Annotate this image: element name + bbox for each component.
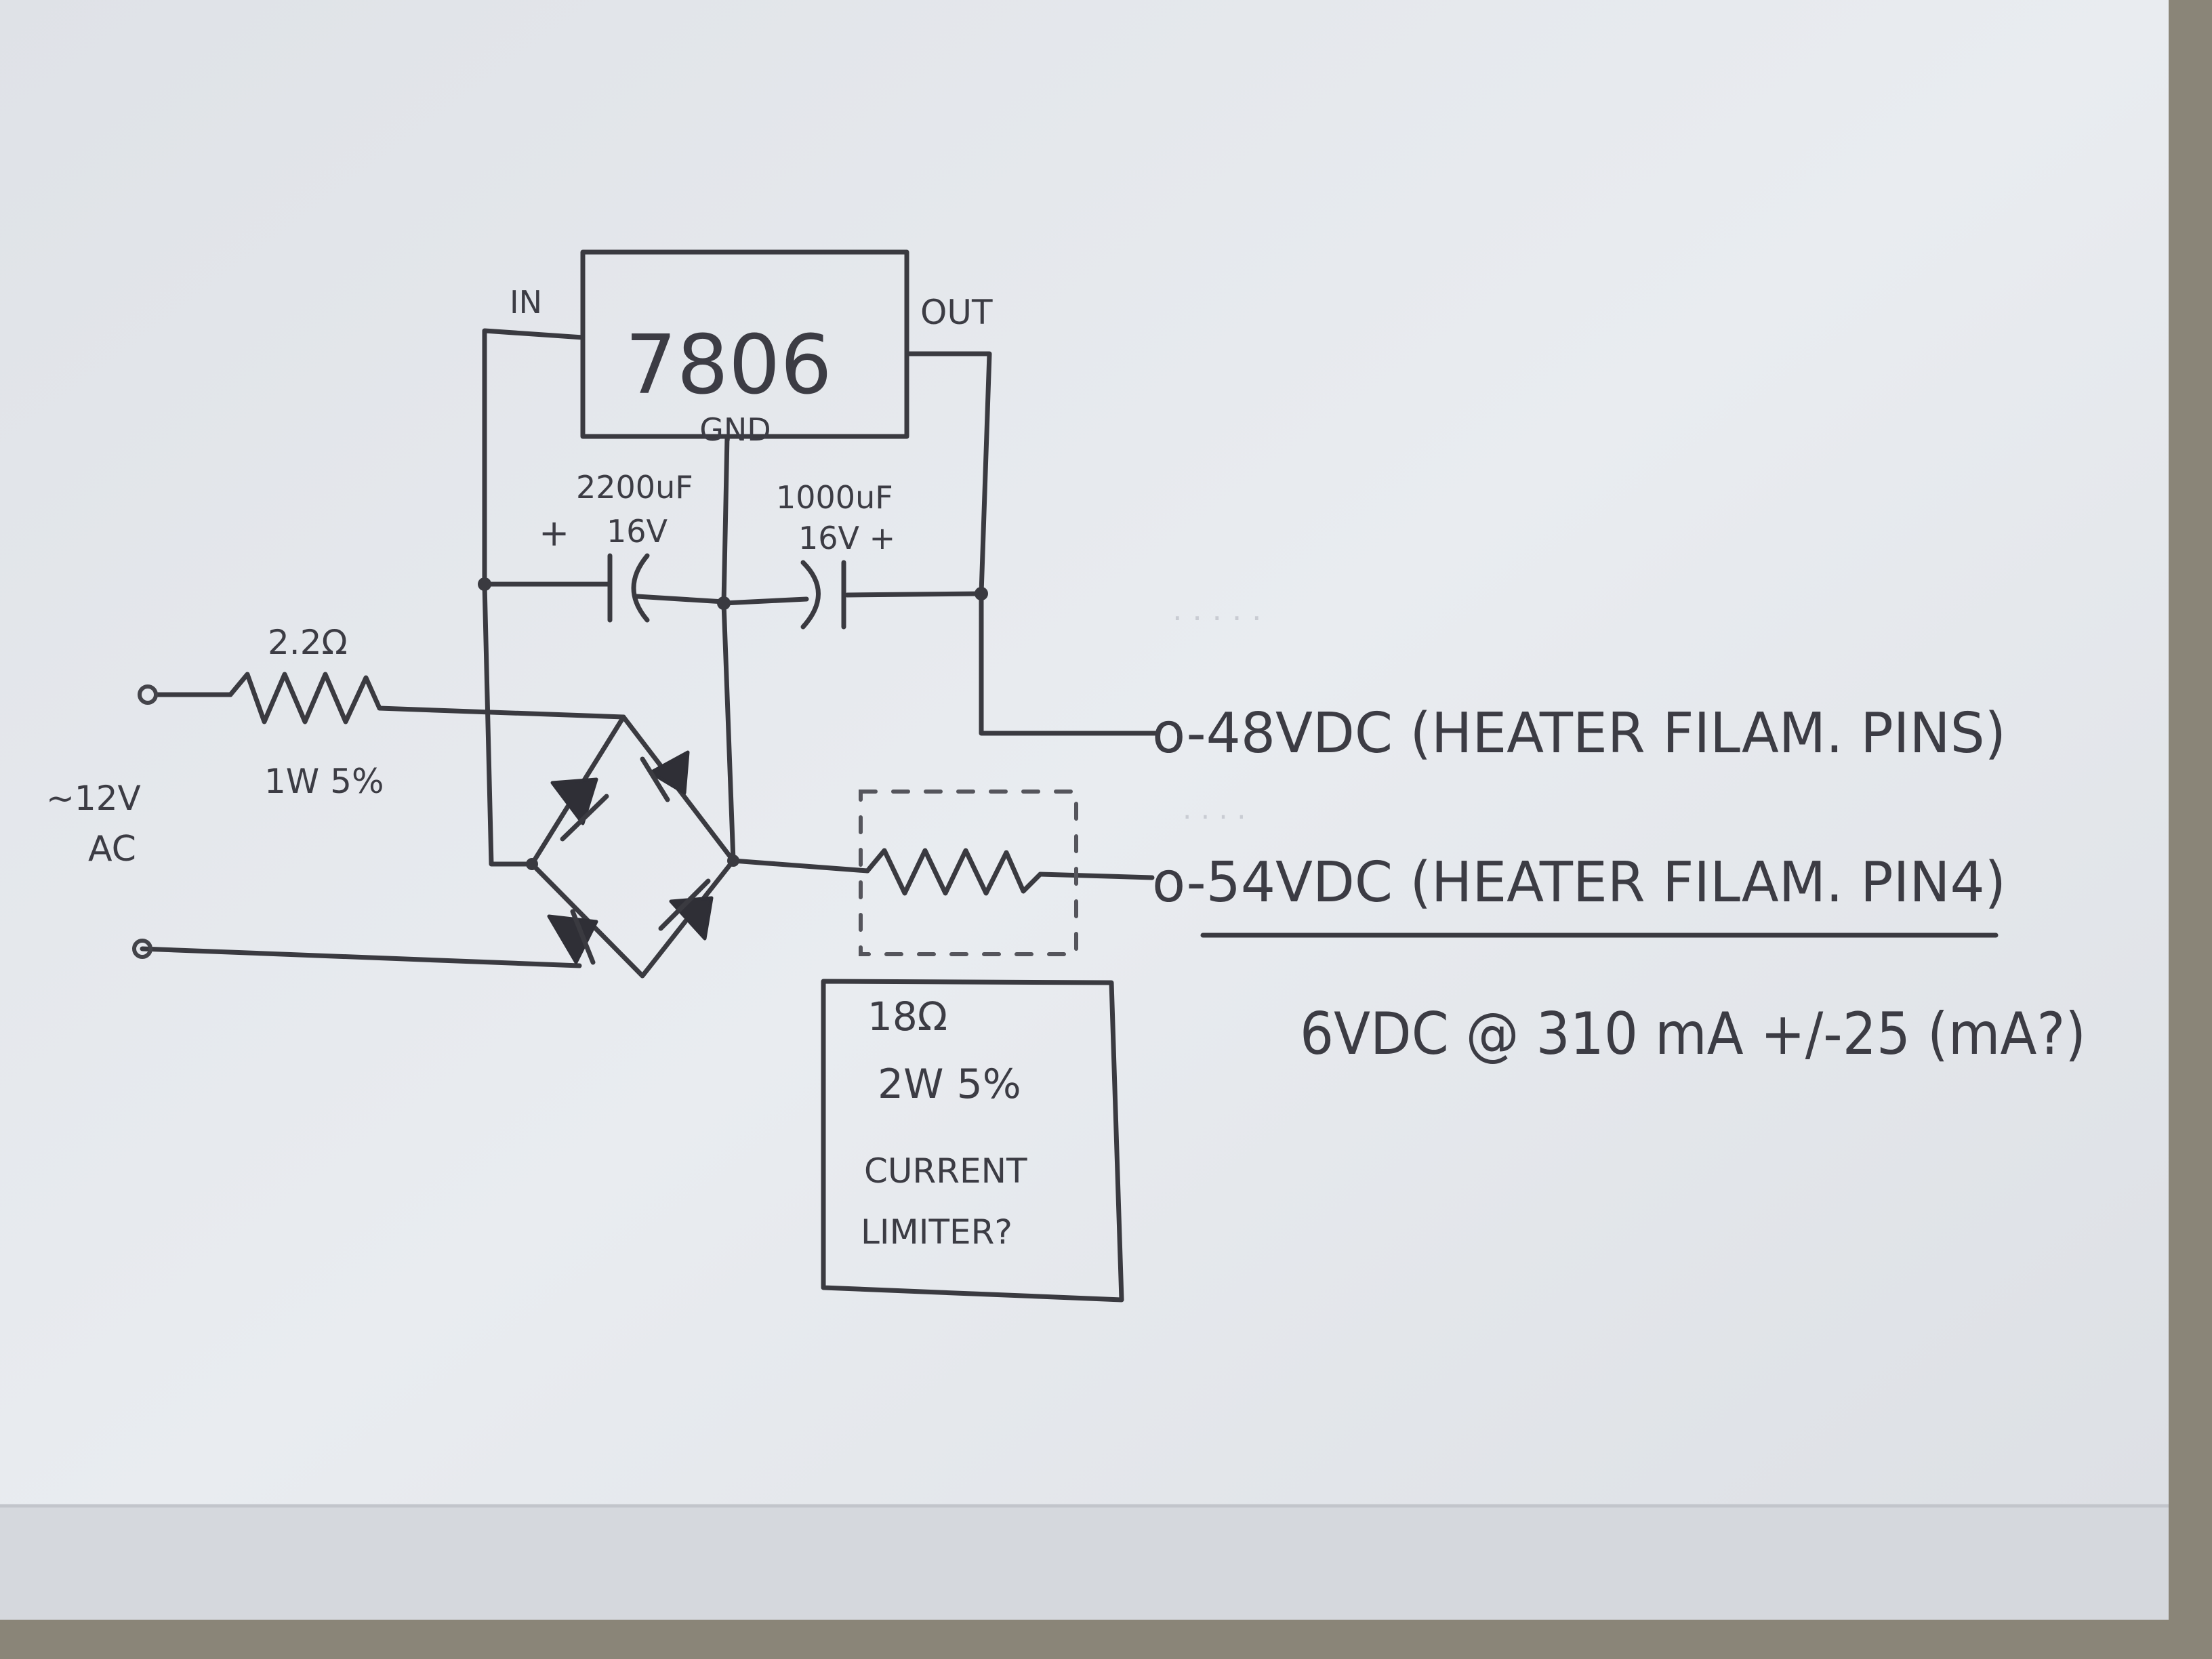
limiter-note-box: 18Ω 2W 5% CURRENT LIMITER? — [821, 979, 1124, 1303]
capacitor-c2-value: 1000uF — [776, 479, 893, 516]
paper-sheet — [0, 0, 2169, 1620]
junction-dot — [975, 587, 988, 600]
resistor-limiter — [859, 790, 1078, 956]
ac-input-terminal-bottom — [132, 939, 152, 959]
regulator-pin-in-label: IN — [510, 284, 542, 321]
junction-dot — [478, 577, 491, 591]
capacitor-c2-voltage: 16V + — [798, 520, 895, 556]
wire-network — [140, 328, 1160, 968]
ac-voltage-label: ~12V — [46, 779, 141, 818]
resistor-input: 2.2Ω 1W 5% — [155, 623, 384, 801]
paper-fold — [0, 1504, 2169, 1620]
output-54vdc-label: o-54VDC (HEATER FILAM. PIN4) — [1152, 851, 2006, 915]
resistor-input-value: 2.2Ω — [268, 623, 348, 662]
output-48vdc-label: o-48VDC (HEATER FILAM. PINS) — [1152, 701, 2006, 766]
regulator-pin-gnd-label: GND — [699, 411, 771, 448]
capacitor-c2: 1000uF 16V + — [776, 479, 895, 630]
output-summary: 6VDC @ 310 mA +/-25 (mA?) — [1300, 1000, 2086, 1068]
capacitor-c1-voltage: 16V — [607, 513, 668, 550]
ac-input-terminal-top — [138, 684, 158, 705]
capacitor-c1-polarity: + — [539, 512, 569, 554]
limiter-rating: 2W 5% — [878, 1061, 1021, 1108]
capacitor-c1: 2200uF 16V + — [539, 469, 693, 623]
bleed-through-text-2: . . . . — [1183, 792, 1246, 825]
regulator-part-label: 7806 — [625, 319, 832, 413]
limiter-value: 18Ω — [867, 994, 947, 1040]
capacitor-c1-value: 2200uF — [576, 469, 693, 506]
regulator-7806: 7806 IN OUT GND — [510, 249, 993, 448]
ac-type-label: AC — [88, 829, 136, 869]
bleed-through-text-1: . . . . . — [1172, 591, 1262, 628]
limiter-note-line1: CURRENT — [864, 1151, 1027, 1191]
limiter-note-line2: LIMITER? — [861, 1212, 1012, 1252]
regulator-pin-out-label: OUT — [920, 293, 993, 332]
resistor-input-rating: 1W 5% — [264, 762, 384, 801]
bridge-rectifier — [529, 714, 736, 979]
junction-dot — [717, 596, 731, 610]
